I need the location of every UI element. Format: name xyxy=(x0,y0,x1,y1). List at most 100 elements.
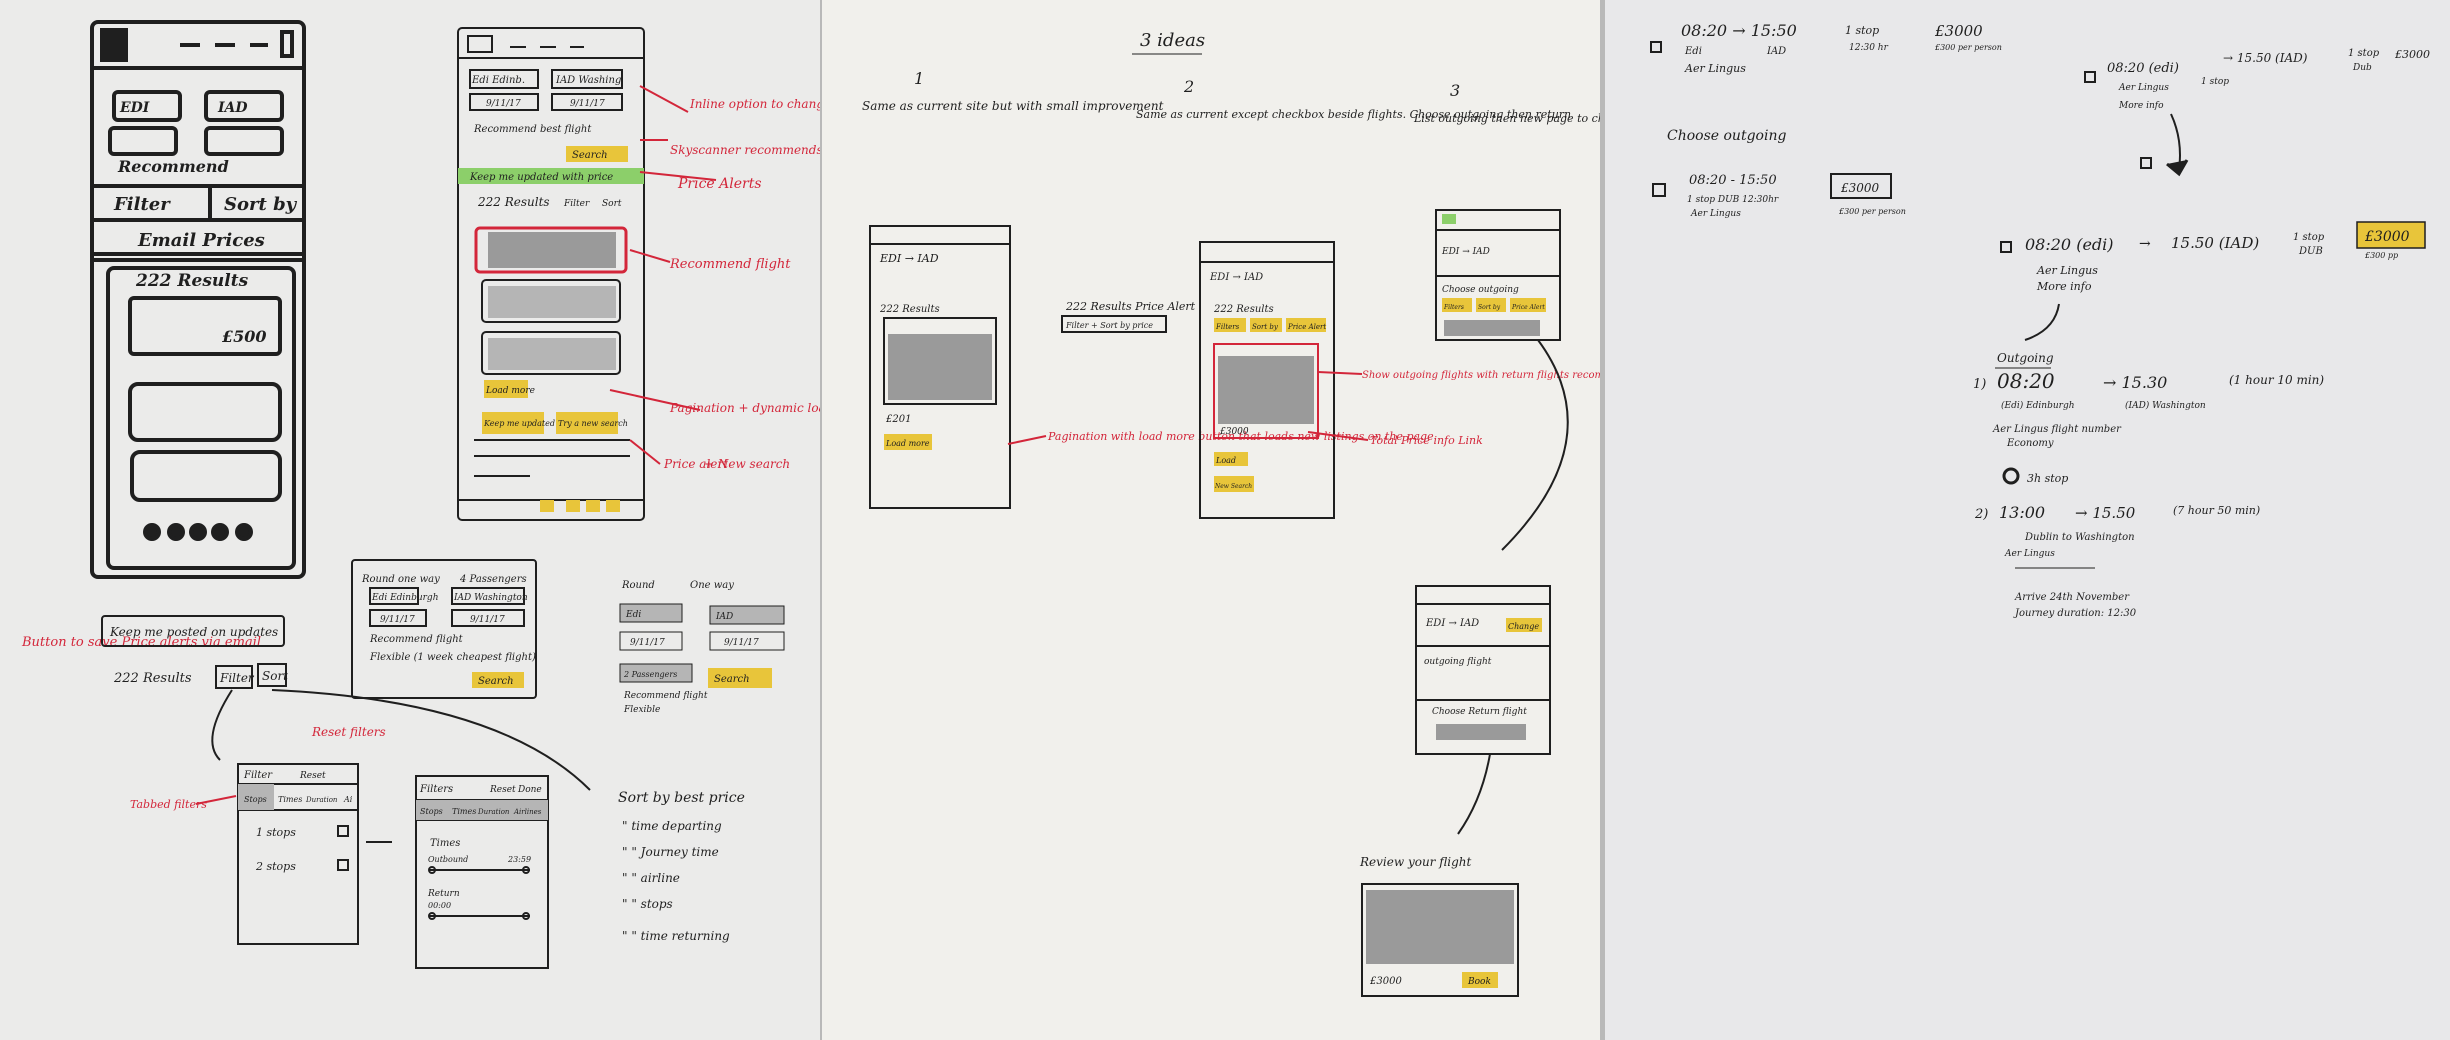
sketch-b-load-more-button[interactable] xyxy=(484,380,528,398)
idea3-sort: Sort by xyxy=(1478,304,1501,311)
big-row-stops: 1 stop xyxy=(2293,232,2325,243)
filters2-tab-3[interactable]: Airlines xyxy=(513,808,542,816)
form2-date1-field[interactable] xyxy=(619,631,683,651)
form2-passengers-field[interactable] xyxy=(619,663,693,683)
idea4-change: Change xyxy=(1508,622,1539,631)
form2-recommend: Recommend flight xyxy=(623,691,708,701)
keep-posted-label: Keep me posted on updates xyxy=(109,625,278,639)
detail-leg1-class: Economy xyxy=(2006,438,2054,449)
right-row-more[interactable]: More info xyxy=(2118,101,2164,111)
note-skyscanner: Skyscanner recommends flight xyxy=(670,143,820,157)
note-inline: Inline option to change flight xyxy=(689,97,820,111)
note-price-alerts: Price Alerts xyxy=(677,176,762,192)
idea4-change-button[interactable] xyxy=(1506,618,1542,632)
review-book-button[interactable] xyxy=(1462,972,1498,988)
top-row-checkbox[interactable] xyxy=(1650,41,1662,53)
big-row-time: 08:20 (edi) xyxy=(2025,235,2114,254)
right-row-checkbox2[interactable] xyxy=(2140,157,2152,169)
idea-1-num: 1 xyxy=(914,69,924,88)
idea1-results: 222 Results xyxy=(879,304,940,315)
detail-journey: Journey duration: 12:30 xyxy=(2013,608,2137,619)
idea2-sort-button[interactable] xyxy=(1250,318,1282,332)
note-sort-button[interactable] xyxy=(257,663,287,687)
sheet1-drawing: EDI IAD Recommend Filter Sort by Email P… xyxy=(21,20,820,969)
idea2-new-search-button[interactable] xyxy=(1214,476,1254,492)
sketch-a-results: 222 Results xyxy=(135,271,249,291)
idea1-load-more-button[interactable] xyxy=(884,434,932,450)
form2-edi-field[interactable] xyxy=(619,603,683,623)
filters-tab-active[interactable] xyxy=(238,784,274,810)
right-row-checkbox[interactable] xyxy=(2084,71,2096,83)
filters2-tab-0[interactable]: Stops xyxy=(420,807,443,816)
filters-tab-3[interactable]: Ai xyxy=(343,795,353,804)
sketch-b-try-search: Try a new search xyxy=(558,419,628,428)
idea3-sort-button[interactable] xyxy=(1476,298,1506,312)
idea1-filter-sort-box[interactable] xyxy=(1061,315,1167,333)
idea2-filters-button[interactable] xyxy=(1214,318,1246,332)
filters2-done[interactable]: Done xyxy=(517,785,542,795)
big-row-more[interactable]: More info xyxy=(2036,280,2092,293)
right-row-stops: 1 stop xyxy=(2348,48,2380,59)
sort-item-0: Sort by best price xyxy=(618,790,745,806)
form2-date2-field[interactable] xyxy=(709,631,785,651)
review-book: Book xyxy=(1467,977,1491,987)
sketch-b-filter: Filter xyxy=(563,199,590,209)
right-row-time: 08:20 (edi) xyxy=(2107,61,2179,76)
idea3-filters-button[interactable] xyxy=(1442,298,1472,312)
filters-tab-0[interactable]: Stops xyxy=(244,795,267,804)
sketch-a-email: Email Prices xyxy=(137,230,265,251)
big-row-arr: 15.50 (IAD) xyxy=(2171,234,2259,252)
note-filter-button[interactable] xyxy=(215,665,253,689)
form2-search-button[interactable] xyxy=(708,668,772,688)
idea2-load: Load xyxy=(1215,456,1236,465)
sketch-b-search-button[interactable] xyxy=(566,146,628,162)
filters2-tab-1[interactable]: Times xyxy=(452,807,476,816)
sketch-b-card-fill xyxy=(488,232,616,268)
row2-checkbox[interactable] xyxy=(1652,183,1666,197)
detail-arrive: Arrive 24th November xyxy=(2014,592,2130,603)
row2-price-box[interactable] xyxy=(1830,173,1892,199)
big-row-price-button[interactable] xyxy=(2356,221,2426,249)
filters-tab-1[interactable]: Times xyxy=(278,795,302,804)
form2-iad-field[interactable] xyxy=(709,605,785,625)
detail-leg1: 08:20 xyxy=(1997,369,2055,393)
form2-one-way: One way xyxy=(690,580,734,591)
filters2-tab-2[interactable]: Duration xyxy=(477,808,510,816)
sort-item-5: " " time returning xyxy=(622,929,730,943)
sketch-a-recommend: Recommend xyxy=(117,157,229,176)
search-form-passengers: 4 Passengers xyxy=(459,574,527,585)
sketch-b-date1: 9/11/17 xyxy=(486,99,521,109)
note-sort-label: Sort xyxy=(262,669,288,683)
idea2-alert-button[interactable] xyxy=(1286,318,1326,332)
detail-leg1-air: Aer Lingus flight number xyxy=(1992,424,2122,435)
right-row-price: £3000 xyxy=(2394,48,2430,61)
top-row-price: £3000 xyxy=(1934,22,1983,40)
search-form-search-button[interactable] xyxy=(472,672,524,688)
big-row-arrow: → xyxy=(2139,236,2151,252)
idea1-note-pagination: Pagination with load more button that lo… xyxy=(1047,430,1434,443)
filters-stop1: 1 stops xyxy=(256,826,296,839)
note-pagination: Pagination + dynamic load button xyxy=(669,401,820,415)
keep-posted-box[interactable] xyxy=(101,615,285,647)
sketch-b-try-search-button[interactable] xyxy=(556,412,618,434)
big-row-checkbox[interactable] xyxy=(2000,241,2012,253)
idea4-route: EDI → IAD xyxy=(1425,618,1479,629)
idea2-load-button[interactable] xyxy=(1214,452,1248,466)
ideas-title: 3 ideas xyxy=(1140,30,1205,51)
sketch-b-keep-button[interactable] xyxy=(482,412,544,434)
form2-round: Round xyxy=(621,580,655,591)
sort-item-4: " " stops xyxy=(622,897,673,911)
big-row-price: £3000 xyxy=(2364,229,2410,245)
idea-3-text: List outgoing then new page to chose ret… xyxy=(1413,112,1600,125)
form2-date2: 9/11/17 xyxy=(724,638,759,648)
sheet-flight-details: 08:20 → 15:50 Edi IAD Aer Lingus 1 stop … xyxy=(1605,0,2450,1040)
big-row-via: DUB xyxy=(2298,246,2323,257)
idea4-outgoing: outgoing flight xyxy=(1424,657,1492,667)
idea3-alert-button[interactable] xyxy=(1510,298,1546,312)
filters-tab-2[interactable]: Duration xyxy=(305,796,338,804)
idea2-card-fill xyxy=(1218,356,1314,424)
row2-price: £3000 xyxy=(1840,181,1880,195)
filters2-title: Filters xyxy=(419,784,453,795)
form2-passengers: 2 Passengers xyxy=(623,670,677,679)
note-alert-a: Price alert xyxy=(663,457,728,471)
